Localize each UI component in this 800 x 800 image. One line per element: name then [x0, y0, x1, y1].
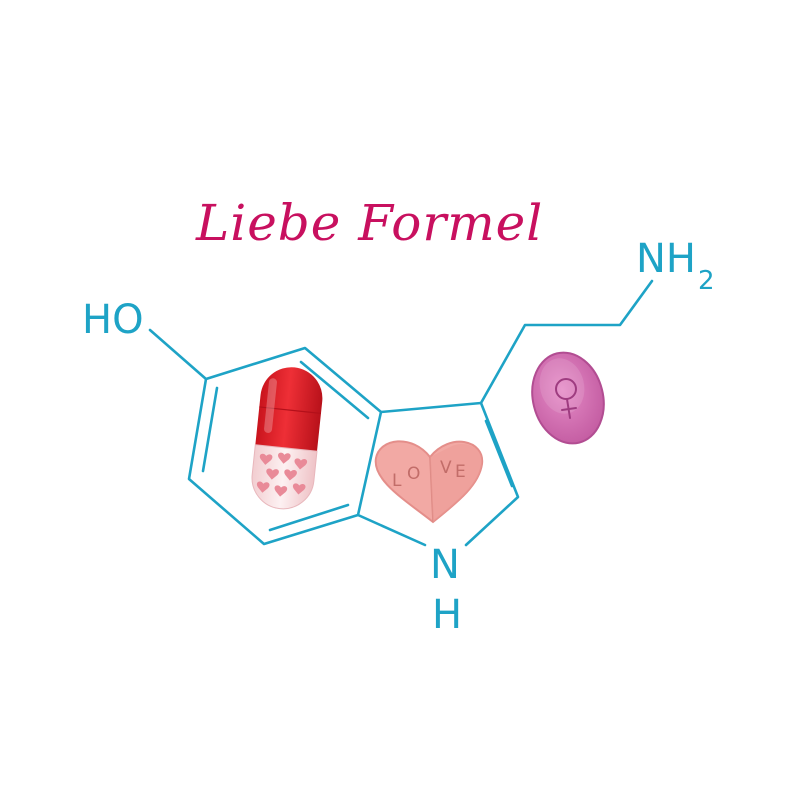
ethylamine-chain [479, 279, 654, 405]
hydroxyl-bond [148, 328, 208, 381]
capsule-icon [251, 367, 323, 510]
pyrrole-ring [379, 401, 520, 547]
female-symbol-icon [555, 378, 577, 419]
heart-pill-icon: L O V E [374, 440, 484, 524]
ring-nitrogen-label: N [430, 542, 460, 588]
pyrrole-n-bond [356, 513, 427, 547]
ring-hydrogen-label: H [432, 592, 462, 638]
benzene-double-bond-1 [201, 386, 219, 473]
pyrrole-double-bond [484, 419, 514, 488]
oval-pill-icon [531, 351, 605, 445]
hydroxyl-label: HO [82, 297, 144, 343]
heart-pill-letter-o: O [407, 464, 420, 484]
benzene-double-bond-2 [299, 360, 370, 420]
heart-pill-letter-l: L [392, 471, 402, 491]
heart-pill-letter-e: E [455, 462, 466, 482]
benzene-double-bond-3 [268, 503, 350, 532]
amine-subscript: 2 [698, 266, 715, 296]
diagram-title: Liebe Formel [195, 194, 543, 252]
molecule-bonds [148, 279, 654, 547]
heart-pill-letter-v: V [440, 458, 452, 478]
amine-label: NH [636, 236, 696, 282]
